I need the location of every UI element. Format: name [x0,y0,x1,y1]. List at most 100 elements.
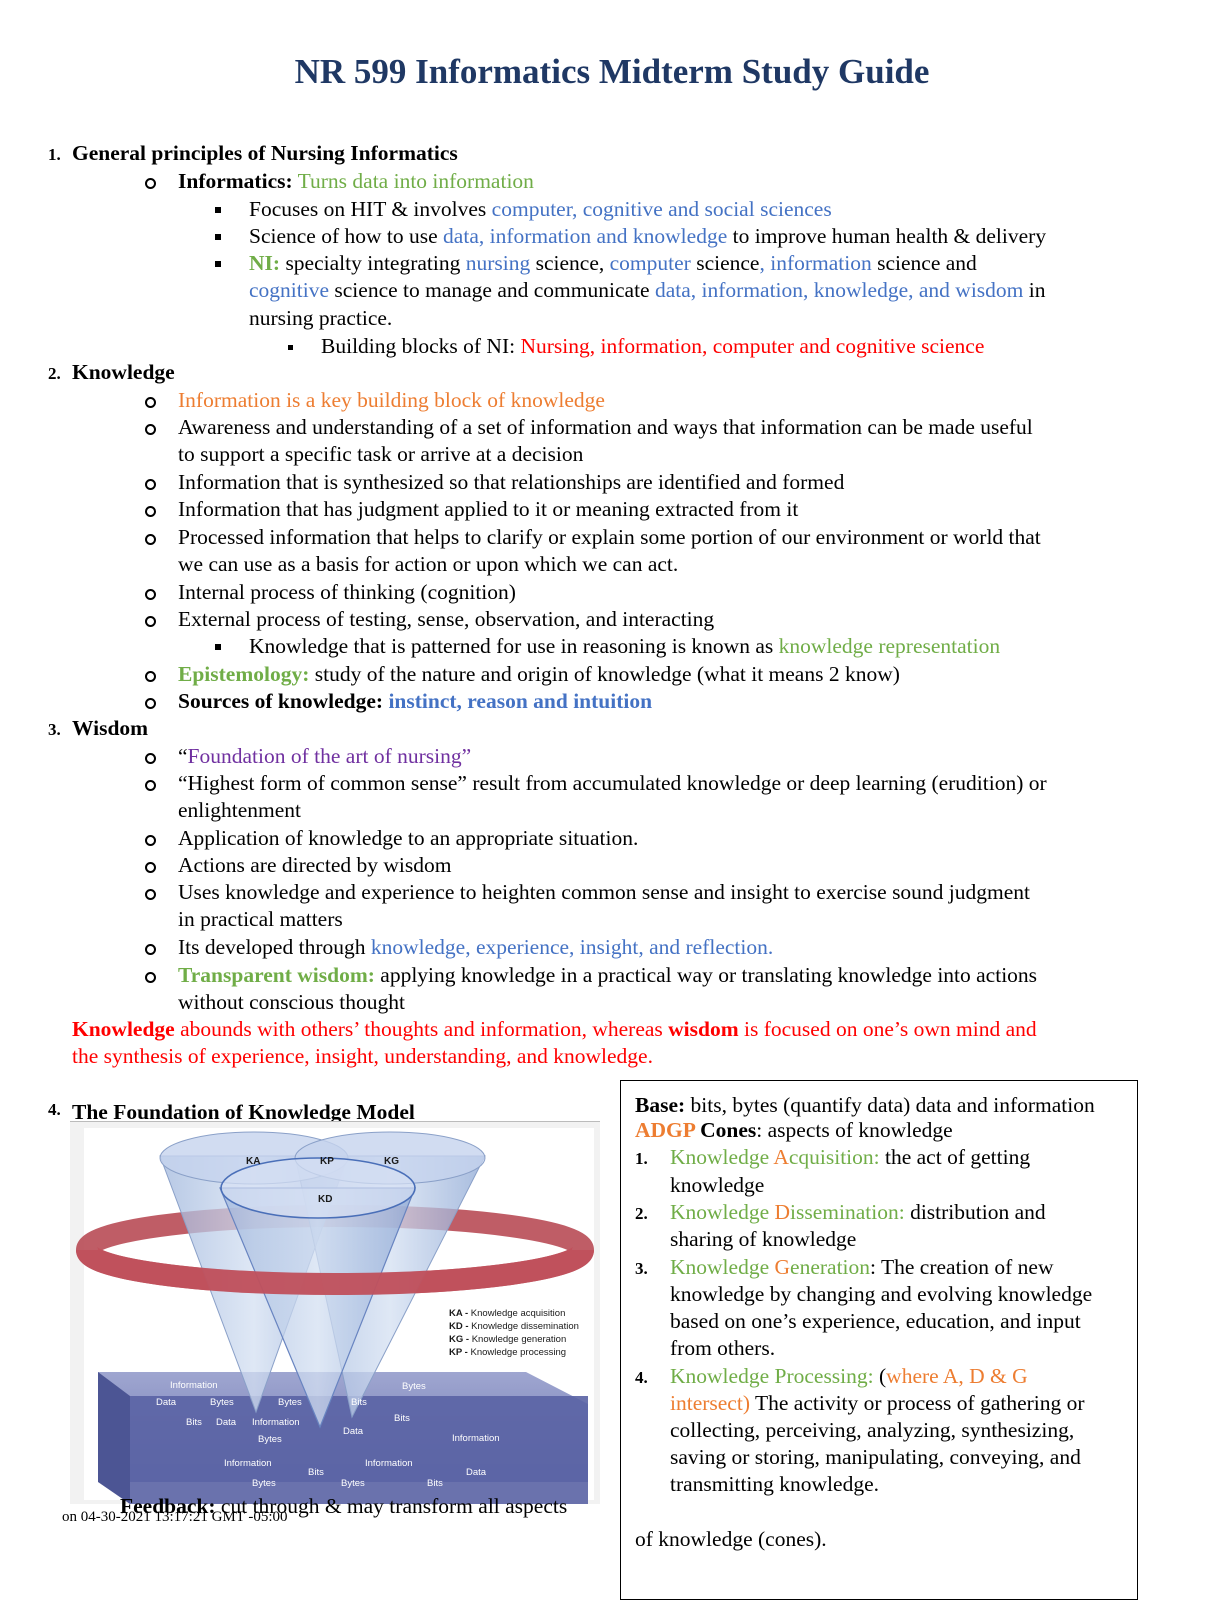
list-item-continued: without conscious thought [178,990,405,1014]
box-item-continued: knowledge by changing and evolving knowl… [670,1282,1093,1306]
list-item: “Highest form of common sense” result fr… [178,771,1047,795]
legend-entry: KG - Knowledge generation [449,1334,566,1345]
base-word: Data [156,1397,177,1408]
base-word: Bits [186,1417,202,1428]
base-word: Information [170,1380,218,1391]
base-word: Information [365,1458,413,1469]
section-number: 1. [48,145,61,164]
list-item: Information is a key building block of k… [178,388,605,412]
list-item-continued: nursing practice. [249,306,393,330]
box-item: Knowledge Dissemination: distribution an… [670,1200,1046,1224]
list-item: Epistemology: study of the nature and or… [178,662,900,686]
base-word: Bytes [252,1478,276,1489]
bullet-circle-icon [145,753,156,764]
section-number: 4. [48,1100,61,1119]
bullet-circle-icon [145,589,156,600]
bullet-circle-icon [145,671,156,682]
cone-label: KD [318,1194,332,1205]
page-title: NR 599 Informatics Midterm Study Guide [294,52,930,91]
box-item-number: 3. [635,1259,648,1278]
box-item: Knowledge Acquisition: the act of gettin… [670,1145,1031,1169]
bullet-circle-icon [145,944,156,955]
base-word: Information [452,1433,500,1444]
box-line: Base: bits, bytes (quantify data) data a… [635,1093,1095,1117]
bullet-circle-icon [145,534,156,545]
data-base-slab-side [98,1372,130,1504]
base-word: Bits [427,1478,443,1489]
bullet-circle-icon [145,178,156,189]
knowledge-processing-ellipse [220,1157,416,1219]
base-word: Data [343,1426,364,1437]
list-item: Science of how to use data, information … [249,224,1047,248]
base-word: Data [466,1467,487,1478]
base-word: Bytes [341,1478,365,1489]
base-word: Bits [308,1467,324,1478]
foundation-of-knowledge-diagram: KA KP KG KD Feedback Feedback KA - Knowl… [70,1122,600,1504]
base-word: Information [252,1417,300,1428]
bullet-circle-icon [145,889,156,900]
list-item: Information that has judgment applied to… [178,497,799,521]
box-item-number: 4. [635,1368,648,1387]
list-item: Knowledge that is patterned for use in r… [249,634,1001,658]
base-word: Bits [394,1413,410,1424]
bullet-square-icon [215,207,221,213]
bullet-square-icon [215,644,221,650]
timestamp-footer: on 04-30-2021 13:17:21 GMT -05:00 [62,1509,288,1525]
list-item: Information that is synthesized so that … [178,470,845,494]
box-item-continued: transmitting knowledge. [670,1472,879,1496]
cone-label: KP [320,1156,334,1167]
box-item: Knowledge Processing: (where A, D & G [670,1364,1028,1388]
list-item: Uses knowledge and experience to heighte… [178,880,1031,904]
section-heading: The Foundation of Knowledge Model [72,1100,415,1124]
bullet-circle-icon [145,835,156,846]
feedback-label: Feedback [116,1245,161,1256]
list-item: Sources of knowledge: instinct, reason a… [178,689,653,713]
base-word: Bytes [402,1381,426,1392]
legend-entry: KP - Knowledge processing [449,1347,566,1358]
cone-label: KG [384,1156,399,1167]
list-item-continued: to support a specific task or arrive at … [178,442,584,466]
box-item: Knowledge Generation: The creation of ne… [670,1255,1054,1279]
section-heading: Knowledge [72,360,175,384]
list-item-continued: enlightenment [178,798,301,822]
list-item: Transparent wisdom: applying knowledge i… [178,963,1038,987]
data-base-slab-front [130,1396,588,1504]
base-word: Bits [351,1397,367,1408]
box-item-continued: saving or storing, manipulating, conveyi… [670,1445,1081,1469]
list-item: Actions are directed by wisdom [178,853,452,877]
bullet-circle-icon [145,862,156,873]
bullet-circle-icon [145,397,156,408]
list-item-continued: in practical matters [178,907,343,931]
list-item: Focuses on HIT & involves computer, cogn… [249,197,832,221]
divider [70,1121,600,1122]
cone-label: KA [246,1156,260,1167]
section-number: 3. [48,720,61,739]
bullet-circle-icon [145,698,156,709]
list-item: Building blocks of NI: Nursing, informat… [321,334,985,358]
bullet-square-icon [288,345,293,350]
bullet-square-icon [215,261,221,267]
box-item-number: 2. [635,1204,648,1223]
box-line: ADGP Cones: aspects of knowledge [635,1118,953,1142]
box-item-continued: collecting, perceiving, analyzing, synth… [670,1418,1075,1442]
feedback-label: Feedback [488,1245,533,1256]
list-item: “Foundation of the art of nursing” [178,744,472,768]
base-word: Bytes [210,1397,234,1408]
box-item-continued: based on one’s experience, education, an… [670,1309,1081,1333]
box-item-continued: knowledge [670,1173,765,1197]
base-word: Bytes [258,1434,282,1445]
section-heading: General principles of Nursing Informatic… [72,141,458,165]
list-item-continued: we can use as a basis for action or upon… [178,552,679,576]
legend-entry: KD - Knowledge dissemination [449,1321,579,1332]
base-word: Information [224,1458,272,1469]
section-heading: Wisdom [72,716,149,740]
list-item-continued: cognitive science to manage and communic… [249,278,1046,302]
box-line: of knowledge (cones). [635,1527,827,1551]
list-item: Awareness and understanding of a set of … [178,415,1033,439]
base-word: Bytes [278,1397,302,1408]
bullet-circle-icon [145,479,156,490]
list-item: Processed information that helps to clar… [178,525,1041,549]
legend-entry: KA - Knowledge acquisition [449,1308,565,1319]
bullet-circle-icon [145,506,156,517]
list-item: Its developed through knowledge, experie… [178,935,774,959]
